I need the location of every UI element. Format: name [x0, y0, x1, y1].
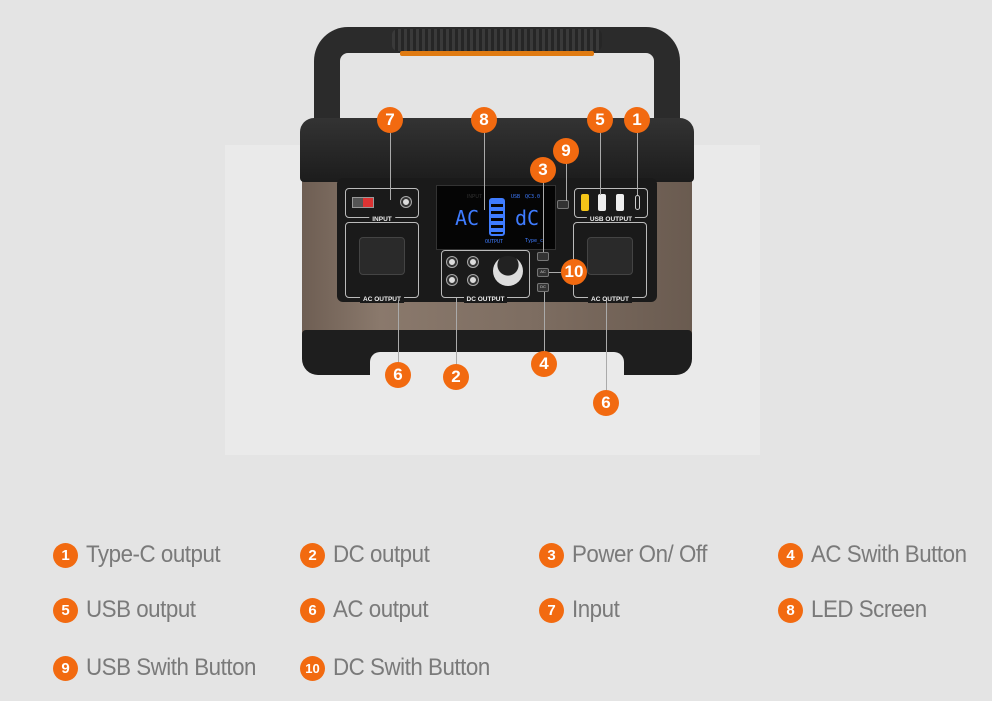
- leader-line: [637, 120, 638, 195]
- legend-badge: 4: [778, 542, 803, 568]
- callout-9: 9: [553, 138, 579, 164]
- legend-item: 5 USB output: [53, 596, 204, 624]
- handle-grip: [392, 29, 602, 51]
- lcd-usb: USB: [511, 194, 521, 200]
- lcd-output: OUTPUT: [485, 239, 504, 245]
- leader-line: [544, 292, 545, 364]
- led-screen: AC OUTPUT USB QC3.0 dC Type_c INPUT: [436, 185, 556, 250]
- legend-item: 2 DC output: [300, 541, 437, 569]
- dc-output-group: DC OUTPUT: [441, 250, 530, 303]
- dc-port: [468, 257, 478, 267]
- legend-badge: 5: [53, 597, 78, 623]
- legend-label: LED Screen: [811, 596, 927, 623]
- ac-output-label: AC OUTPUT: [588, 296, 632, 303]
- legend-item: 8 LED Screen: [778, 596, 935, 624]
- callout-6: 6: [385, 362, 411, 388]
- type-c-port: [635, 195, 640, 210]
- legend-label: DC Swith Button: [333, 654, 490, 681]
- lcd-qc: QC3.0: [525, 194, 541, 200]
- legend-label: Power On/ Off: [572, 541, 707, 568]
- legend-badge: 2: [300, 542, 325, 568]
- ac-switch-button[interactable]: AC: [537, 268, 549, 277]
- callout-10: 10: [561, 259, 587, 285]
- dc-port: [447, 257, 457, 267]
- legend-item: 4 AC Swith Button: [778, 541, 978, 569]
- dc-port: [468, 275, 478, 285]
- legend-badge: 3: [539, 542, 564, 568]
- callout-6: 6: [593, 390, 619, 416]
- dc-port: [447, 275, 457, 285]
- legend-badge: 10: [300, 655, 325, 681]
- legend-item: 1 Type-C output: [53, 541, 230, 569]
- lcd-input: INPUT: [467, 194, 482, 200]
- usb-output-label: USB OUTPUT: [586, 216, 636, 223]
- power-button[interactable]: [537, 252, 549, 261]
- anderson-input-port: [352, 197, 374, 208]
- qc-usb-port: [581, 194, 589, 211]
- callout-2: 2: [443, 364, 469, 390]
- ac-outlet: [587, 237, 633, 275]
- legend-item: 9 USB Swith Button: [53, 654, 269, 682]
- leader-line: [566, 151, 567, 201]
- handle-accent: [400, 51, 594, 56]
- callout-3: 3: [530, 157, 556, 183]
- ac-output-right: AC OUTPUT: [573, 222, 647, 303]
- legend-label: Input: [572, 596, 620, 623]
- leader-line: [484, 120, 485, 210]
- dc-input-port: [401, 197, 411, 207]
- lcd-type-c: Type_c: [525, 238, 544, 244]
- lcd-dc: dC: [515, 206, 540, 230]
- ac-outlet: [359, 237, 405, 275]
- lcd-ac: AC: [455, 206, 480, 230]
- usb-switch-button[interactable]: [557, 200, 569, 209]
- leader-line: [606, 300, 607, 403]
- callout-8: 8: [471, 107, 497, 133]
- legend-item: 6 AC output: [300, 596, 435, 624]
- leader-line: [456, 298, 457, 377]
- ac-output-label: AC OUTPUT: [360, 296, 404, 303]
- legend-item: 10 DC Swith Button: [300, 654, 502, 682]
- base-notch: [370, 352, 624, 375]
- callout-4: 4: [531, 351, 557, 377]
- legend-label: USB output: [86, 596, 196, 623]
- legend-badge: 9: [53, 655, 78, 681]
- legend-item: 3 Power On/ Off: [539, 541, 717, 569]
- legend-badge: 1: [53, 542, 78, 568]
- usb-port: [616, 194, 624, 211]
- leader-line: [390, 120, 391, 200]
- input-label: INPUT: [369, 216, 395, 223]
- legend-badge: 8: [778, 597, 803, 623]
- leader-line: [398, 300, 399, 375]
- usb-port: [598, 194, 606, 211]
- dc-output-label: DC OUTPUT: [463, 296, 508, 303]
- legend-item: 7 Input: [539, 596, 623, 624]
- input-port-group: INPUT: [345, 188, 419, 223]
- legend-label: USB Swith Button: [86, 654, 256, 681]
- callout-7: 7: [377, 107, 403, 133]
- leader-line: [543, 170, 544, 252]
- usb-port-group: USB OUTPUT: [574, 188, 648, 223]
- car-socket: [493, 256, 523, 286]
- dc-switch-button[interactable]: DC: [537, 283, 549, 292]
- legend-label: DC output: [333, 541, 430, 568]
- callout-1: 1: [624, 107, 650, 133]
- battery-icon: [489, 198, 505, 236]
- legend-label: Type-C output: [86, 541, 221, 568]
- legend-label: AC Swith Button: [811, 541, 967, 568]
- legend-badge: 7: [539, 597, 564, 623]
- leader-line: [600, 120, 601, 195]
- callout-5: 5: [587, 107, 613, 133]
- legend-label: AC output: [333, 596, 429, 623]
- ac-output-left: AC OUTPUT: [345, 222, 419, 303]
- legend-badge: 6: [300, 597, 325, 623]
